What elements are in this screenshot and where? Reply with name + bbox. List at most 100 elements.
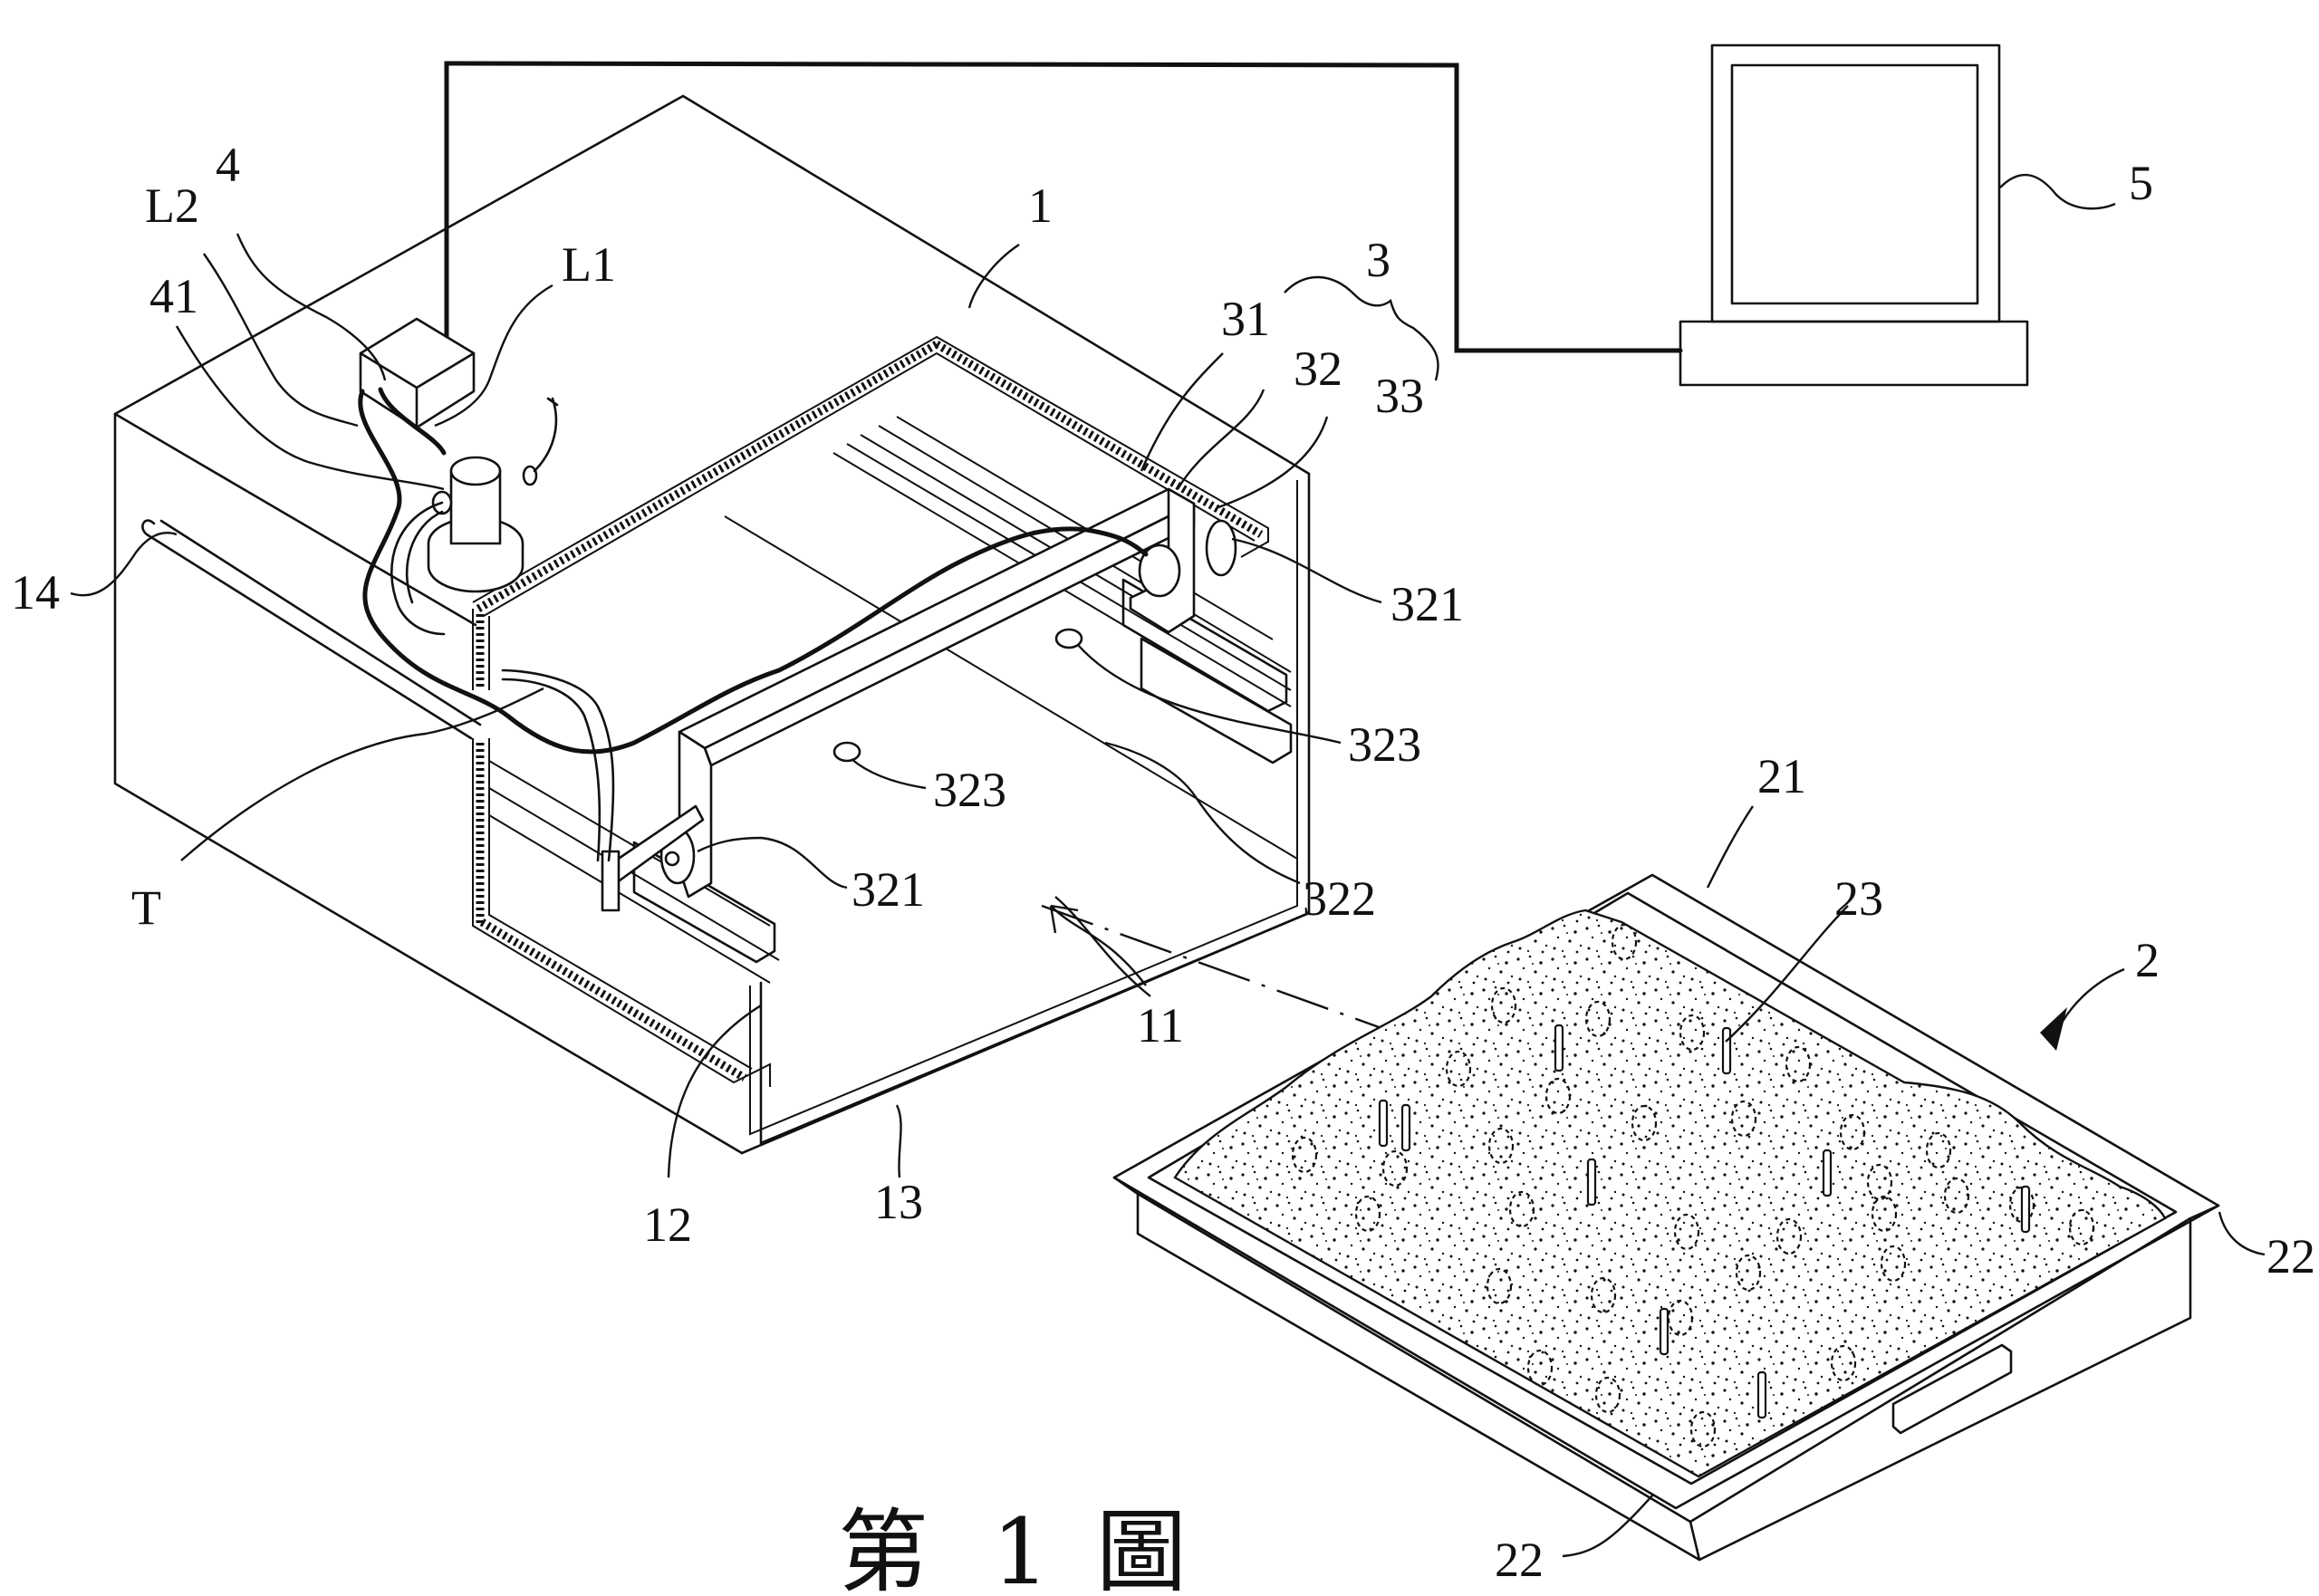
seed xyxy=(2068,1208,2095,1246)
housing-top-edge xyxy=(113,94,1311,476)
leader-3 xyxy=(1284,275,1439,381)
leader-323-right xyxy=(1077,644,1342,745)
hatched-wall-right xyxy=(934,341,1264,538)
figure-caption: 第 1 圖 xyxy=(838,1499,1187,1596)
sensor-head-front xyxy=(832,741,861,763)
tray-handle xyxy=(1891,1343,2013,1435)
label-L1: L1 xyxy=(562,237,616,292)
leader-4 xyxy=(236,233,387,381)
seed xyxy=(1354,1195,1381,1233)
seed xyxy=(1291,1136,1318,1174)
label-322: 322 xyxy=(1303,871,1376,926)
left-roller-axle xyxy=(664,851,680,867)
inner-floor-line xyxy=(724,515,1298,860)
seed xyxy=(1667,1299,1694,1337)
cable-L1 xyxy=(378,387,447,456)
leader-22-right xyxy=(2218,1211,2266,1256)
label-321-right: 321 xyxy=(1390,577,1464,631)
computer xyxy=(1679,43,2029,387)
seed xyxy=(1689,1410,1717,1448)
label-1: 1 xyxy=(1028,178,1053,233)
seed xyxy=(1381,1149,1409,1187)
beam-front-face xyxy=(703,502,1196,767)
caption-suffix: 圖 xyxy=(1096,1499,1187,1596)
label-323-right: 323 xyxy=(1348,717,1421,772)
label-22-right: 22 xyxy=(2266,1229,2315,1284)
seed xyxy=(1785,1045,1812,1083)
seed xyxy=(1526,1349,1554,1387)
carriage xyxy=(601,487,1237,912)
caption-prefix: 第 xyxy=(838,1499,929,1596)
housing-right-post-inner xyxy=(749,480,1298,1136)
label-323-left: 323 xyxy=(933,763,1006,817)
seed xyxy=(1584,1000,1612,1038)
label-4: 4 xyxy=(216,138,240,192)
probe-pins xyxy=(1378,1024,2031,1419)
label-13: 13 xyxy=(874,1175,923,1229)
probe-pin xyxy=(1721,1026,1732,1075)
leader-5 xyxy=(1999,173,2116,210)
seeds xyxy=(1291,923,2095,1448)
rail-front xyxy=(488,760,780,984)
right-roller-inner xyxy=(1138,543,1181,598)
opening-arrow xyxy=(1049,904,1147,986)
seed xyxy=(1590,1276,1617,1314)
left-post xyxy=(601,850,621,912)
leader-1 xyxy=(967,244,1020,309)
leader-323-left xyxy=(851,758,927,790)
label-33: 33 xyxy=(1375,369,1424,423)
label-31: 31 xyxy=(1221,292,1270,346)
hatched-floor xyxy=(479,918,747,1082)
seed xyxy=(1490,986,1517,1024)
tray-rim-outer xyxy=(1112,1176,2220,1510)
label-32: 32 xyxy=(1294,341,1342,396)
label-L2: L2 xyxy=(145,178,199,233)
seed xyxy=(1925,1131,1952,1169)
wiring xyxy=(358,387,1149,862)
tray-pointer-arrow xyxy=(2040,1007,2067,1051)
seed xyxy=(1871,1195,1898,1233)
leader-31 xyxy=(1140,352,1224,472)
seed xyxy=(1508,1190,1535,1228)
probe-pin xyxy=(2020,1185,2031,1234)
tube xyxy=(390,501,615,862)
monitor-frame xyxy=(1710,43,2001,323)
beam-top xyxy=(678,487,1196,750)
label-321-left: 321 xyxy=(852,862,925,917)
leader-L2 xyxy=(203,253,359,428)
seed xyxy=(1830,1344,1857,1382)
probe-pin xyxy=(1400,1103,1411,1152)
leader-L1 xyxy=(434,284,553,428)
wall-edge-left-inner xyxy=(483,351,1256,617)
label-12: 12 xyxy=(643,1197,692,1252)
soil-medium xyxy=(1173,909,2167,1478)
inner-chamber xyxy=(472,335,1298,1087)
leader-321-left xyxy=(697,836,848,889)
hatched-wall-left xyxy=(476,341,939,612)
probe-pin xyxy=(1586,1158,1597,1207)
label-22-bottom: 22 xyxy=(1495,1533,1544,1587)
leader-2 xyxy=(2054,967,2125,1034)
probe-pin xyxy=(1378,1099,1389,1148)
leader-14 xyxy=(70,532,178,597)
seed xyxy=(1445,1050,1472,1088)
leader-T xyxy=(180,687,544,861)
tray xyxy=(1112,873,2220,1562)
leader-23 xyxy=(1725,905,1849,1043)
label-11: 11 xyxy=(1137,998,1184,1053)
caption-number: 1 xyxy=(992,1499,1050,1596)
seed xyxy=(1611,923,1638,961)
pump xyxy=(427,456,538,593)
leader-321-right xyxy=(1231,537,1382,604)
seed xyxy=(1775,1217,1803,1255)
seed xyxy=(1735,1254,1762,1292)
seed xyxy=(1673,1213,1700,1251)
label-5: 5 xyxy=(2129,156,2153,210)
seed xyxy=(1880,1245,1907,1283)
probe-pin xyxy=(1659,1307,1669,1356)
seed xyxy=(1943,1177,1970,1215)
housing-left-face xyxy=(113,412,744,1155)
right-roller-outer xyxy=(1205,519,1237,577)
leader-22-bottom xyxy=(1562,1494,1654,1558)
